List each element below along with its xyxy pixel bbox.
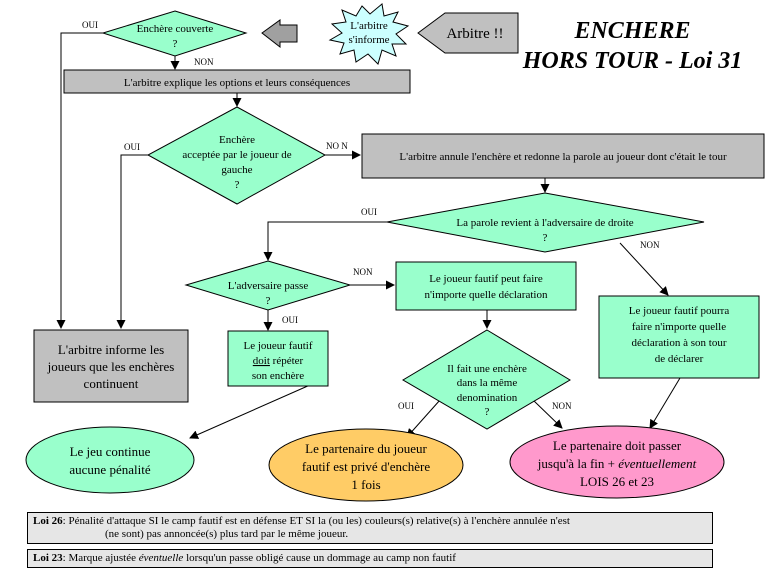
loi23-tag: Loi 23 — [33, 552, 63, 564]
box-fautif-pourra — [598, 295, 760, 379]
title-line-2: HORS TOUR - Loi 31 — [522, 48, 743, 74]
edge-couverte-oui — [56, 32, 103, 329]
arbitre-arrow-label: Arbitre !! — [446, 26, 503, 42]
decision-parole-revient — [386, 192, 705, 253]
edge-pourra-passer — [649, 377, 681, 429]
pourra-line-4: de déclarer — [655, 353, 704, 365]
arbitre-starburst — [328, 3, 410, 65]
box-fautif-peut-faire — [395, 261, 577, 311]
acceptee-line-4: ? — [235, 179, 240, 191]
importe-line-2: n'importe quelle déclaration — [425, 289, 548, 301]
edge-denom-oui — [406, 399, 441, 438]
edge-denom-non — [532, 399, 563, 429]
acceptee-oui-label: OUI — [124, 142, 140, 152]
box-arbitre-explique — [63, 69, 411, 94]
decision-enchere-acceptee — [146, 106, 327, 205]
decision-enchere-couverte — [101, 10, 248, 57]
repeter-line-2-rest: répéter — [270, 355, 304, 367]
pourra-line-2: faire n'importe quelle — [632, 321, 726, 333]
couverte-oui-label: OUI — [82, 20, 98, 30]
couverte-line-2: ? — [173, 38, 178, 50]
decision-meme-denomination — [402, 329, 571, 430]
pourra-line-3: déclaration à son tour — [632, 337, 727, 349]
passer-line-2-plain: jusqu'à la fin + — [537, 456, 618, 471]
denom-line-3: denomination — [457, 392, 518, 404]
informe-line-1: L'arbitre informe les — [58, 342, 164, 357]
continue-line-1: Le jeu continue — [70, 444, 151, 459]
repeter-line-3: son enchère — [252, 370, 304, 382]
box-arbitre-annule — [361, 133, 765, 179]
couverte-line-1: Enchère couverte — [137, 23, 214, 35]
edge-repeter-continue — [189, 384, 311, 439]
denom-line-1: Il fait une enchère — [447, 363, 527, 375]
passe-line-1: L'adversaire passe — [228, 280, 309, 292]
prive-line-3: 1 fois — [351, 477, 380, 492]
repeter-doit: doit — [253, 355, 270, 367]
importe-line-1: Le joueur fautif peut faire — [429, 273, 543, 285]
pourra-line-1: Le joueur fautif pourra — [629, 305, 730, 317]
connectors — [56, 32, 681, 439]
acceptee-non-label: NO N — [326, 141, 348, 151]
gray-left-arrow — [261, 19, 298, 49]
acceptee-line-2: acceptée par le joueur de — [182, 149, 291, 161]
end-jeu-continue — [25, 426, 195, 494]
parole-line-2: ? — [543, 232, 548, 244]
loi26-tag: Loi 26 — [33, 515, 63, 527]
starburst-line-2: s'informe — [348, 34, 389, 46]
arbitre-arrow — [417, 12, 519, 54]
passe-oui-label: OUI — [282, 315, 298, 325]
note-loi-26: Loi 26: Pénalité d'attaque SI le camp fa… — [27, 512, 713, 544]
couverte-non-label: NON — [194, 57, 214, 67]
acceptee-line-3: gauche — [221, 164, 252, 176]
passer-line-2: jusqu'à la fin + éventuellement — [537, 456, 697, 471]
parole-non-label: NON — [640, 240, 660, 250]
note-loi-23: Loi 23: Marque ajustée éventuelle lorsqu… — [27, 549, 713, 568]
acceptee-line-1: Enchère — [219, 134, 255, 146]
decision-adversaire-passe — [184, 260, 352, 311]
passe-non-label: NON — [353, 267, 373, 277]
loi26-line-1: Loi 26: Pénalité d'attaque SI le camp fa… — [33, 515, 707, 528]
prive-line-2: fautif est privé d'enchère — [302, 459, 431, 474]
continue-line-2: aucune pénalité — [69, 462, 150, 477]
repeter-line-1: Le joueur fautif — [243, 340, 312, 352]
denom-oui-label: OUI — [398, 401, 414, 411]
loi26-text-1: : Pénalité d'attaque SI le camp fautif e… — [62, 515, 570, 527]
repeter-line-2: doit répéter — [253, 355, 304, 367]
loi23-pre: : Marque ajustée — [62, 552, 139, 564]
box-repeter-enchere — [227, 330, 329, 387]
loi23-italic: éventuelle — [138, 552, 184, 564]
informe-line-3: continuent — [84, 376, 139, 391]
informe-line-2: joueurs que les enchères — [47, 359, 175, 374]
box-arbitre-informe — [33, 329, 189, 403]
edge-parole-non — [619, 242, 669, 296]
denom-line-4: ? — [485, 406, 490, 418]
explique-text: L'arbitre explique les options et leurs … — [124, 77, 350, 89]
passer-line-2-italic: éventuellement — [618, 456, 696, 471]
annule-text: L'arbitre annule l'enchère et redonne la… — [399, 151, 727, 163]
denom-non-label: NON — [552, 401, 572, 411]
passer-line-3: LOIS 26 et 23 — [580, 474, 654, 489]
end-partenaire-doit-passer — [509, 425, 725, 499]
parole-oui-label: OUI — [361, 207, 377, 217]
loi23-post: lorsqu'un passe obligé cause un dommage … — [183, 552, 456, 564]
edge-parole-oui — [263, 221, 387, 261]
title-line-1: ENCHERE — [574, 18, 691, 44]
edge-acceptee-oui — [116, 154, 148, 329]
end-partenaire-prive — [268, 428, 464, 502]
starburst-line-1: L'arbitre — [350, 20, 388, 32]
prive-line-1: Le partenaire du joueur — [305, 441, 427, 456]
passe-line-2: ? — [266, 295, 271, 307]
loi26-line-2: (ne sont) pas annoncée(s) plus tard par … — [105, 528, 349, 540]
parole-line-1: La parole revient à l'adversaire de droi… — [456, 217, 633, 229]
passer-line-1: Le partenaire doit passer — [553, 438, 682, 453]
denom-line-2: dans la même — [457, 377, 518, 389]
